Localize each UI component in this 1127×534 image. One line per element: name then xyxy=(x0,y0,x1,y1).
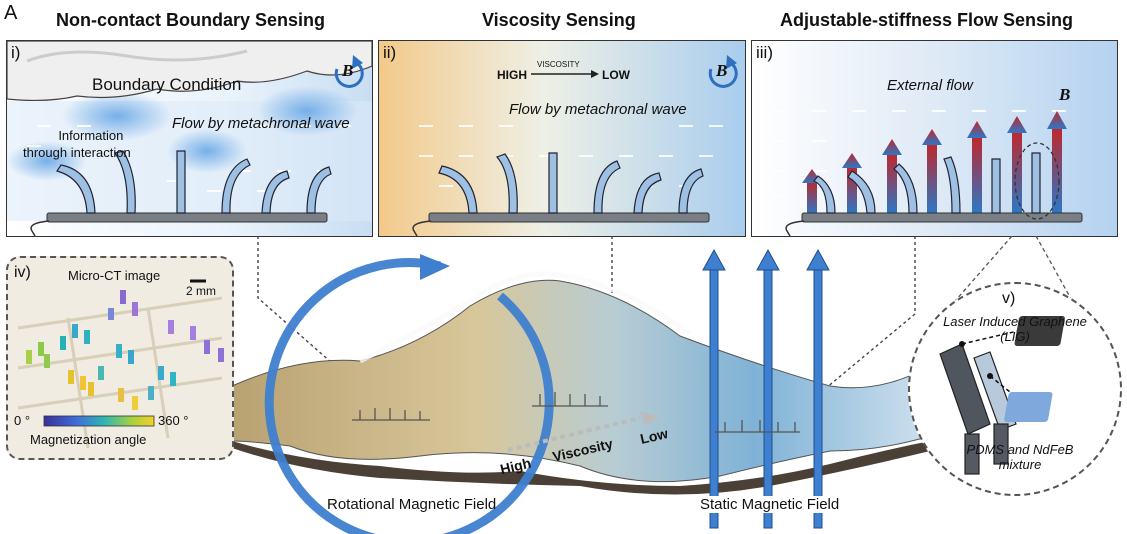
panel-stiffness-sensing: iii) External flow B xyxy=(751,40,1118,237)
heading-viscosity-sensing: Viscosity Sensing xyxy=(482,10,636,30)
viscosity-small-label: VISCOSITY xyxy=(537,60,580,69)
field-symbol-iii: B xyxy=(1059,85,1071,104)
panel-iv-illustration xyxy=(17,279,224,449)
panel-iv-label: iv) xyxy=(14,264,31,281)
scale-bar-label: 2 mm xyxy=(186,284,216,298)
panel-boundary-sensing: i) Boundary Condition Information throug… xyxy=(6,40,373,237)
micro-ct-title: Micro-CT image xyxy=(68,268,161,283)
pdms-line2: mixture xyxy=(998,457,1042,472)
panel-v-illustration xyxy=(939,316,1065,475)
heading-boundary-sensing: Non-contact Boundary Sensing xyxy=(56,10,326,30)
flow-label-ii: Flow by metachronal wave xyxy=(509,101,687,118)
heading-stiffness-sensing: Adjustable-stiffness Flow Sensing xyxy=(780,10,1074,30)
field-symbol-i: B xyxy=(342,61,354,80)
angle-max-label: 360 ° xyxy=(158,413,189,428)
boundary-condition-label: Boundary Condition xyxy=(92,75,242,94)
figure-label: A xyxy=(4,2,18,24)
information-line1: Information xyxy=(58,128,124,143)
panel-iii-label: iii) xyxy=(756,43,773,62)
lig-line2: (LIG) xyxy=(1000,329,1030,344)
low-label-ii: LOW xyxy=(602,68,630,82)
high-label-ii: HIGH xyxy=(497,68,527,82)
panel-ii-label: ii) xyxy=(383,43,397,62)
panel-v-lig-detail: v) Laser Induced Graphene (LIG) PDMS and… xyxy=(908,282,1122,496)
panel-i-label: i) xyxy=(11,43,21,62)
channel-landscape xyxy=(231,236,1086,534)
lig-line1: Laser Induced Graphene xyxy=(943,314,1087,329)
panel-iii-illustration xyxy=(752,41,1117,236)
pdms-label: PDMS and NdFeB mixture xyxy=(940,442,1100,472)
magnetization-colorbar xyxy=(43,415,155,427)
rotational-field-label: Rotational Magnetic Field xyxy=(327,496,497,513)
information-label: Information through interaction xyxy=(23,127,131,161)
panel-i-illustration xyxy=(7,41,372,236)
panel-micro-ct: iv) Micro-CT image 2 mm 0 ° 360 ° Magnet… xyxy=(6,256,234,460)
flow-label-i: Flow by metachronal wave xyxy=(172,115,350,132)
panel-viscosity-sensing: ii) HIGH VISCOSITY LOW Flow by metachron… xyxy=(378,40,746,237)
static-field-label: Static Magnetic Field xyxy=(700,496,840,513)
external-flow-label: External flow xyxy=(887,77,973,94)
angle-caption: Magnetization angle xyxy=(30,432,147,447)
field-symbol-ii: B xyxy=(716,61,728,80)
panel-v-label: v) xyxy=(1002,290,1016,307)
angle-min-label: 0 ° xyxy=(14,413,31,428)
pdms-line1: PDMS and NdFeB xyxy=(966,442,1074,457)
information-line2: through interaction xyxy=(23,145,131,160)
panel-ii-illustration xyxy=(379,41,745,236)
lig-label: Laser Induced Graphene (LIG) xyxy=(926,314,1104,344)
